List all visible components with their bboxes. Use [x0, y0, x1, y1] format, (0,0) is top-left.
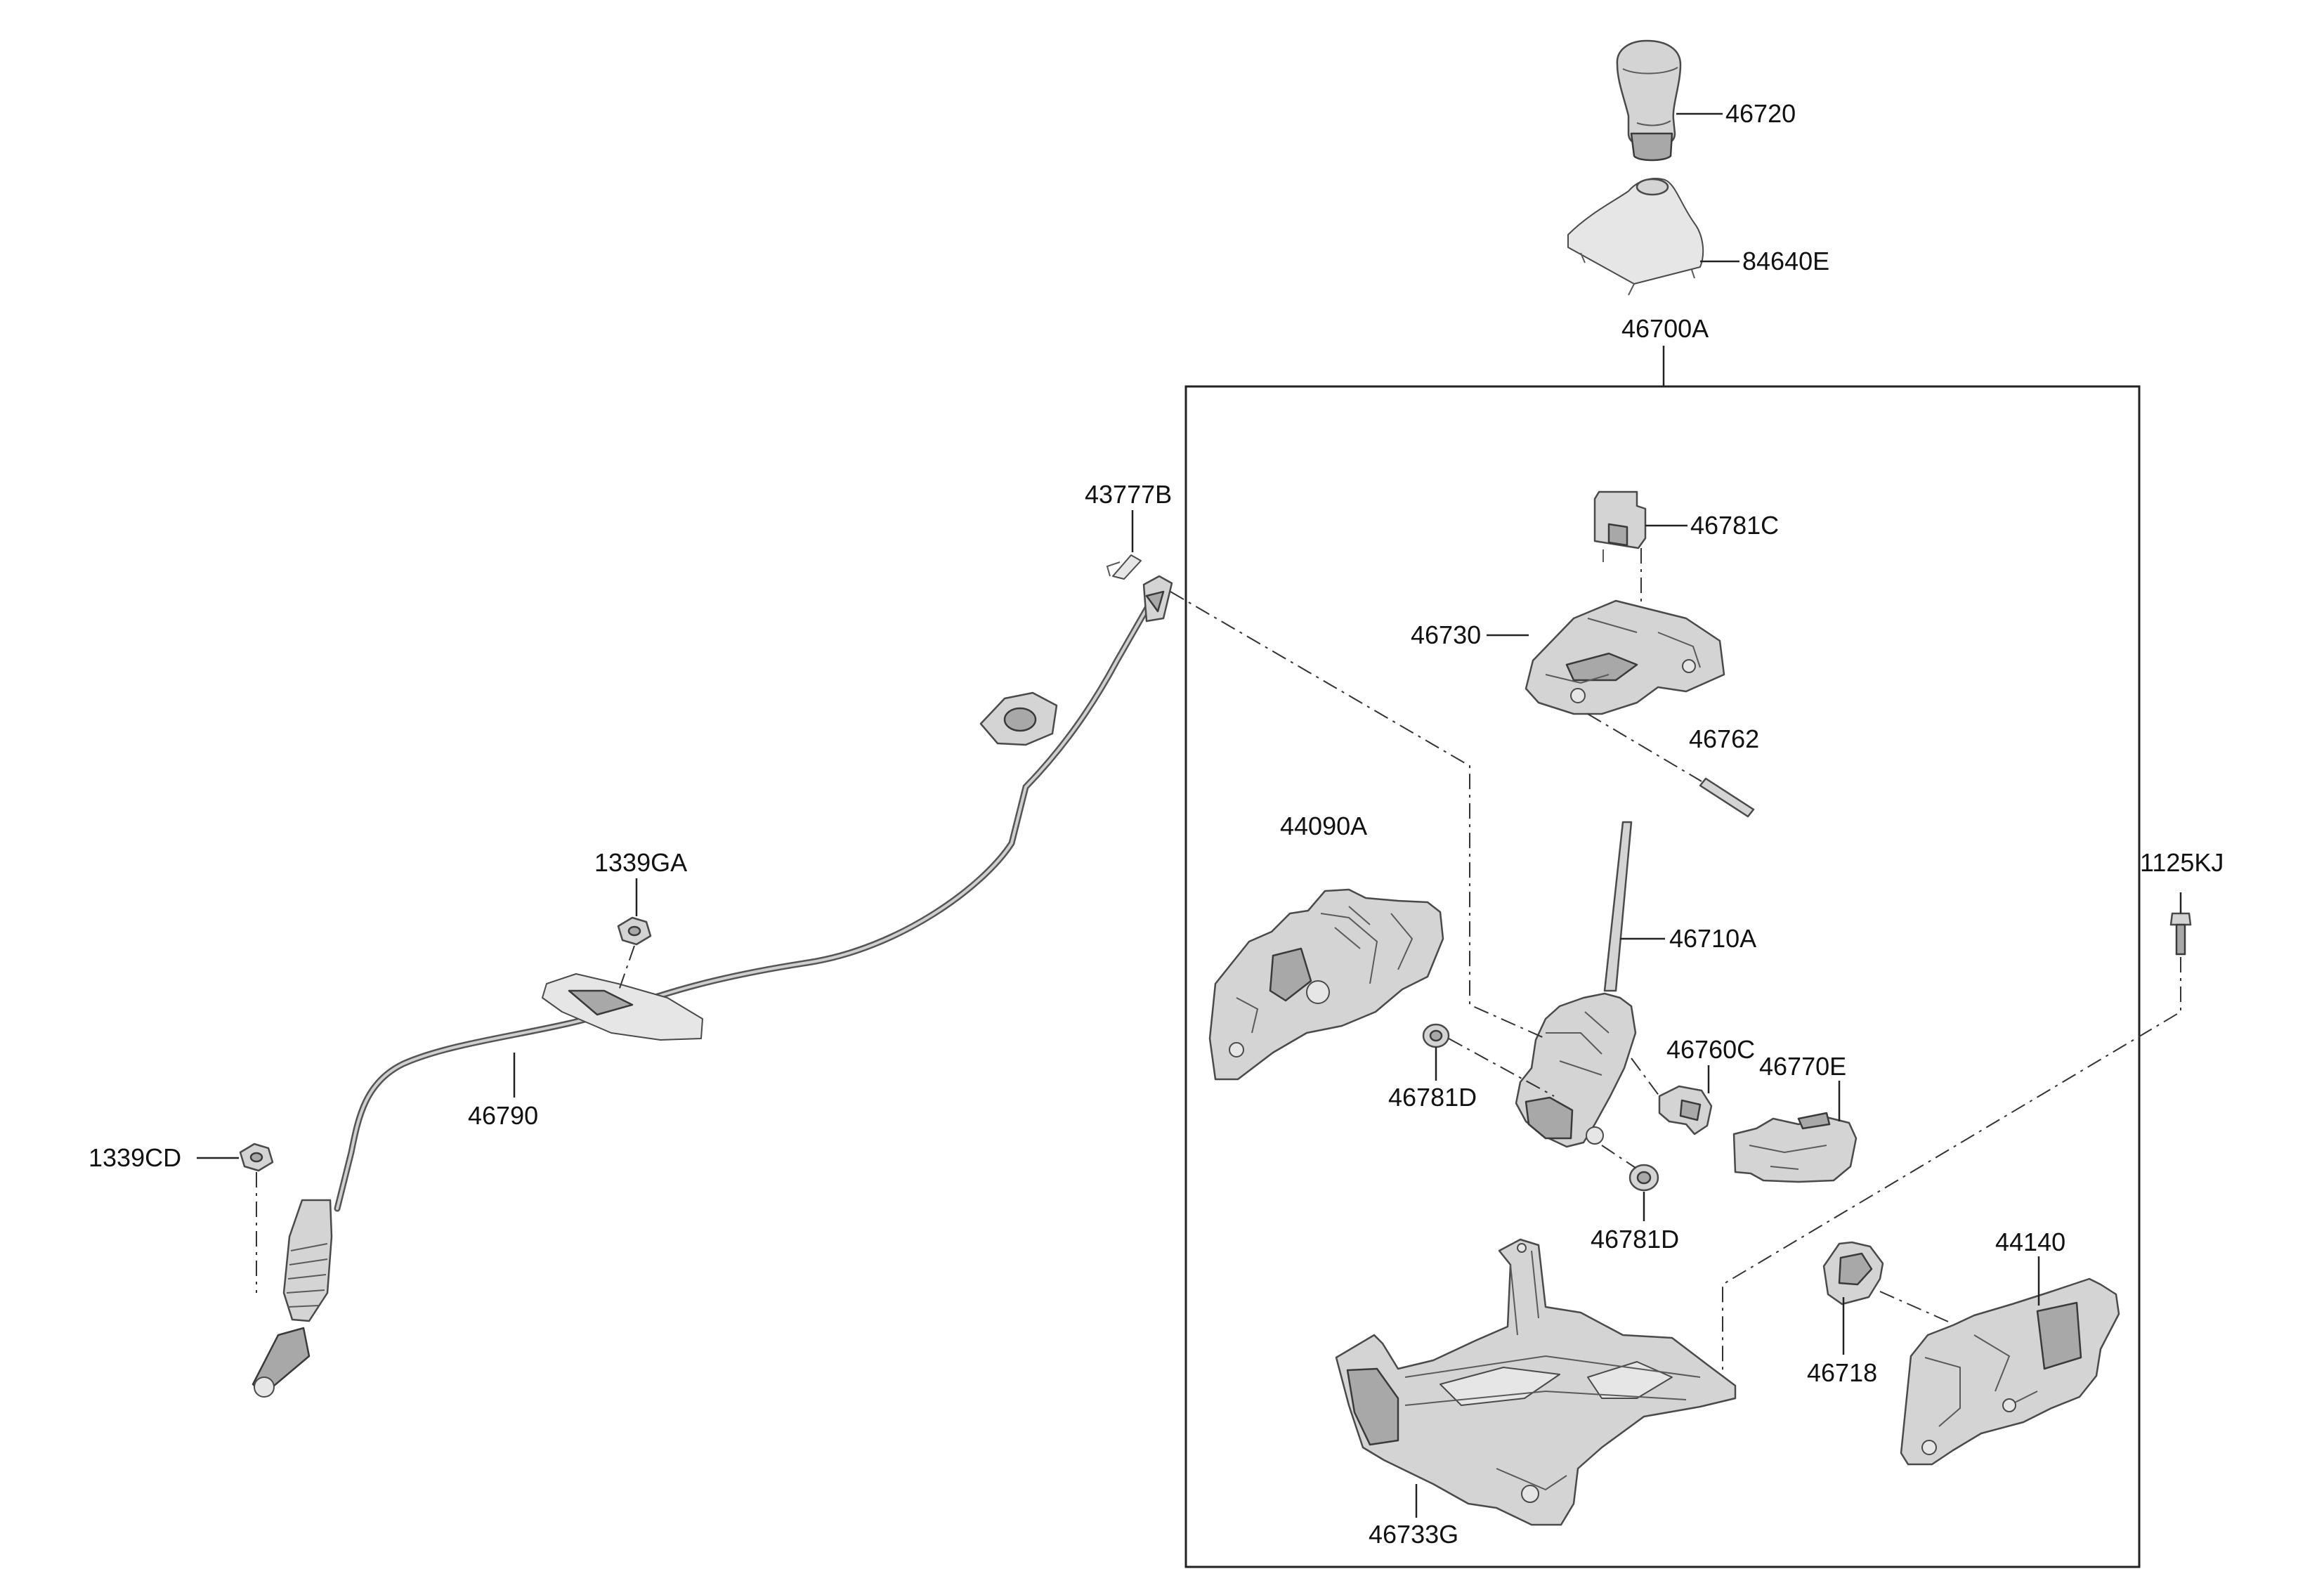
label-46781D-b: 46781D [1591, 1225, 1679, 1254]
dash-46718 [1879, 1291, 1954, 1325]
bushing-46781d-upper [1422, 1023, 1450, 1048]
label-44140: 44140 [1995, 1228, 2065, 1256]
connector-46718 [1822, 1241, 1884, 1306]
label-46760C: 46760C [1666, 1035, 1755, 1064]
label-1125KJ: 1125KJ [2140, 848, 2224, 877]
label-46770E: 46770E [1759, 1052, 1846, 1081]
dash-46760c [1631, 1057, 1660, 1097]
base-bracket-46733g [1335, 1238, 1737, 1526]
label-46710A: 46710A [1669, 924, 1756, 953]
bushing-46781d-lower [1628, 1164, 1659, 1192]
label-46700A: 46700A [1621, 314, 1709, 343]
bolt-1125kj [2169, 912, 2192, 956]
label-43777B: 43777B [1085, 480, 1172, 509]
assembly-frame [1184, 385, 2141, 1568]
dash-1339ga [618, 945, 635, 993]
label-1339CD: 1339CD [89, 1143, 181, 1172]
housing-46730 [1525, 599, 1725, 715]
label-46781D-a: 46781D [1388, 1083, 1477, 1112]
nut-1339cd [239, 1143, 274, 1172]
label-44090A: 44090A [1280, 812, 1367, 840]
label-46781C: 46781C [1690, 511, 1779, 540]
module-46770e [1732, 1112, 1858, 1183]
bracket-46781c [1593, 490, 1647, 562]
label-84640E: 84640E [1742, 247, 1829, 275]
shift-lever-46710a [1515, 821, 1637, 1148]
shift-knob [1616, 39, 1682, 162]
nut-1339ga [617, 916, 652, 946]
label-46733G: 46733G [1369, 1520, 1458, 1549]
plate-44090a [1208, 888, 1444, 1081]
shift-cable-46790 [252, 575, 1173, 1398]
label-46718: 46718 [1807, 1358, 1877, 1387]
label-46762: 46762 [1689, 724, 1759, 753]
label-46790: 46790 [468, 1101, 538, 1130]
dash-46781d-lower [1601, 1145, 1636, 1169]
shift-boot [1567, 178, 1704, 296]
label-46730: 46730 [1411, 620, 1481, 649]
clip-43777b [1106, 554, 1142, 580]
pin-46762 [1699, 777, 1755, 818]
dash-cable-end [1170, 591, 1546, 1039]
cover-44140 [1900, 1277, 2120, 1466]
dash-46762 [1587, 713, 1702, 782]
label-46720: 46720 [1725, 99, 1796, 128]
clip-46760c [1658, 1085, 1713, 1135]
dash-46781d-upper [1448, 1038, 1555, 1097]
label-1339GA: 1339GA [594, 848, 687, 877]
